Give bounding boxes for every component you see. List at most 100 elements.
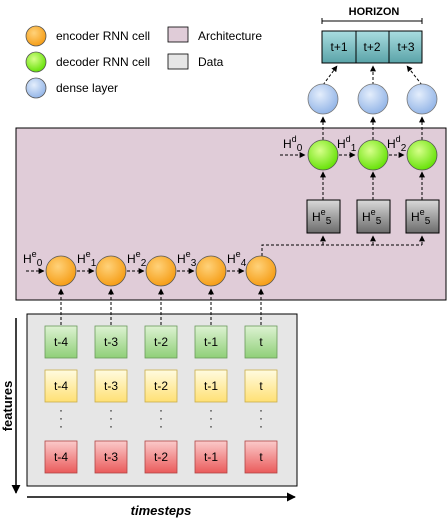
data-cell-label: t-3 bbox=[104, 379, 118, 393]
encoder-row: He0 He1 He2 He3 He4 bbox=[23, 249, 277, 325]
features-axis-label: features bbox=[0, 381, 15, 432]
data-cell-label: t-2 bbox=[154, 450, 168, 464]
data-cell-green bbox=[144, 325, 178, 359]
decoder-state-label: Hd0 bbox=[283, 134, 303, 154]
svg-text:·: · bbox=[59, 411, 63, 425]
svg-text:·: · bbox=[59, 419, 63, 433]
svg-text:·: · bbox=[209, 403, 213, 417]
svg-text:·: · bbox=[159, 411, 163, 425]
encoder-node bbox=[45, 255, 77, 287]
data-grid: t-4 t-3 t-2 t-1 t t-4 t-3 t-2 t-1 t · · … bbox=[44, 325, 278, 474]
horizon-cell bbox=[388, 30, 423, 64]
context-boxes: He5 He5 He5 bbox=[261, 171, 440, 256]
dense-node bbox=[307, 83, 339, 115]
encoder-node bbox=[145, 255, 177, 287]
decoder-state-label: Hd2 bbox=[387, 134, 407, 154]
legend: encoder RNN cell decoder RNN cell dense … bbox=[25, 25, 262, 99]
horizon: HORIZON t+1 t+2 t+3 bbox=[321, 6, 423, 64]
data-cell-label: t bbox=[259, 450, 263, 464]
data-cell-label: t-4 bbox=[54, 379, 68, 393]
data-cell-red bbox=[194, 440, 228, 474]
data-cell-label: t-1 bbox=[204, 335, 218, 349]
data-cell-label: t bbox=[259, 379, 263, 393]
context-box bbox=[405, 199, 440, 234]
encoder-state-label: He0 bbox=[23, 249, 43, 269]
svg-text:·: · bbox=[109, 411, 113, 425]
data-cell-yellow bbox=[94, 369, 128, 403]
svg-text:·: · bbox=[109, 419, 113, 433]
encoder-state-label: He2 bbox=[127, 249, 147, 269]
horizon-step-label: t+2 bbox=[363, 40, 380, 54]
ellipsis-column: · · · bbox=[259, 403, 263, 433]
encoder-state-label: He1 bbox=[77, 249, 97, 269]
decoder-state-label: Hd1 bbox=[337, 134, 357, 154]
horizon-cell bbox=[355, 30, 390, 64]
encoder-state-label: He3 bbox=[177, 249, 197, 269]
svg-text:·: · bbox=[159, 419, 163, 433]
decoder-node bbox=[357, 139, 389, 171]
context-box bbox=[306, 199, 341, 234]
axes: features timesteps bbox=[0, 318, 296, 518]
data-cell-red bbox=[144, 440, 178, 474]
svg-text:·: · bbox=[259, 403, 263, 417]
encoder-node bbox=[95, 255, 127, 287]
data-cell-label: t-2 bbox=[154, 379, 168, 393]
timesteps-axis-label: timesteps bbox=[131, 503, 192, 518]
dense-layer bbox=[307, 65, 438, 115]
legend-architecture-swatch bbox=[167, 26, 189, 43]
encoder-node bbox=[195, 255, 227, 287]
decoder-node bbox=[307, 139, 339, 171]
legend-data-swatch bbox=[167, 53, 189, 70]
horizon-step-label: t+1 bbox=[330, 40, 347, 54]
data-cell-label: t-4 bbox=[54, 450, 68, 464]
svg-text:·: · bbox=[209, 419, 213, 433]
data-cell-red bbox=[94, 440, 128, 474]
context-box-label: He5 bbox=[411, 207, 431, 227]
legend-decoder-icon bbox=[25, 51, 47, 73]
legend-decoder-label: decoder RNN cell bbox=[56, 55, 150, 69]
data-cell-label: t-2 bbox=[154, 335, 168, 349]
svg-text:·: · bbox=[259, 411, 263, 425]
data-cell-yellow bbox=[144, 369, 178, 403]
encoder-state-label: He4 bbox=[227, 249, 247, 269]
data-cell-yellow bbox=[194, 369, 228, 403]
data-cell-red bbox=[244, 440, 278, 474]
encoder-node bbox=[245, 255, 277, 287]
context-routing-line bbox=[261, 244, 422, 256]
data-cell-yellow bbox=[44, 369, 78, 403]
svg-text:·: · bbox=[159, 403, 163, 417]
svg-text:·: · bbox=[109, 403, 113, 417]
context-box-label: He5 bbox=[362, 207, 382, 227]
data-cell-label: t-4 bbox=[54, 335, 68, 349]
svg-text:·: · bbox=[259, 419, 263, 433]
context-box bbox=[356, 199, 391, 234]
legend-dense-label: dense layer bbox=[56, 81, 118, 95]
legend-encoder-icon bbox=[25, 25, 47, 47]
data-cell-label: t-1 bbox=[204, 379, 218, 393]
data-cell-green bbox=[244, 325, 278, 359]
data-cell-label: t-3 bbox=[104, 335, 118, 349]
decoder-row: Hd0 Hd1 Hd2 bbox=[280, 116, 438, 171]
dense-node bbox=[357, 83, 389, 115]
ellipsis-column: · · · bbox=[109, 403, 113, 433]
data-cell-label: t-1 bbox=[204, 450, 218, 464]
legend-encoder-label: encoder RNN cell bbox=[56, 29, 150, 43]
data-cell-label: t-3 bbox=[104, 450, 118, 464]
legend-data-label: Data bbox=[198, 55, 224, 69]
data-cell-label: t bbox=[259, 335, 263, 349]
horizon-title: HORIZON bbox=[349, 6, 400, 18]
ellipsis-column: · · · bbox=[59, 403, 63, 433]
svg-text:·: · bbox=[209, 411, 213, 425]
decoder-node bbox=[406, 139, 438, 171]
horizon-cell bbox=[321, 30, 357, 64]
dense-node bbox=[406, 83, 438, 115]
data-cell-red bbox=[44, 440, 78, 474]
context-box-label: He5 bbox=[312, 207, 332, 227]
data-cell-yellow bbox=[244, 369, 278, 403]
ellipsis-column: · · · bbox=[159, 403, 163, 433]
data-cell-green bbox=[94, 325, 128, 359]
ellipsis-column: · · · bbox=[209, 403, 213, 433]
data-cell-green bbox=[194, 325, 228, 359]
horizon-step-label: t+3 bbox=[397, 40, 414, 54]
